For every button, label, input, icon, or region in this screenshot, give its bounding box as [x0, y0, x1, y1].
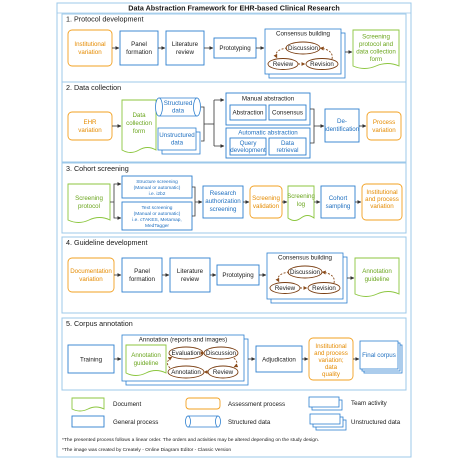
s1-panel-formation-box — [119, 30, 159, 66]
s2-deid-box — [324, 108, 360, 143]
s1-prototyping: Prototyping — [219, 45, 251, 52]
s1-review: Review — [273, 61, 294, 68]
legend-structured-icon — [187, 415, 219, 428]
section-2-heading: 2. Data collection — [66, 83, 121, 92]
s2-consensus-box — [268, 104, 307, 121]
s5-final-corpus-box — [359, 340, 399, 370]
legend-unstructured-icon — [309, 413, 341, 425]
s1-institutional-variation-box — [67, 29, 113, 67]
s5-discussion: Discussion — [206, 350, 236, 357]
legend-unstructured: Unstructured data — [351, 419, 401, 426]
section-5-heading: 5. Corpus annotation — [66, 319, 133, 328]
s5-adjudication-box — [255, 345, 303, 373]
s3-screening-log-doc — [287, 185, 315, 221]
s1-literature-review-box — [165, 30, 205, 66]
s2-consensus: Consensus — [272, 110, 303, 117]
s1-screening-protocol-doc — [352, 29, 400, 69]
legend-assessment-icon — [185, 397, 221, 410]
s4-panel-formation-box — [121, 257, 163, 293]
s1-revision: Revision — [310, 61, 334, 68]
s3-structure-screening: Structure screening(Manual or automatic)… — [134, 179, 181, 197]
s3-screening-validation-box — [249, 185, 283, 219]
section-1-heading: 1. Protocol development — [66, 15, 144, 24]
s5-training: Training — [80, 357, 103, 364]
section-3-heading: 3. Cohort screening — [66, 164, 129, 173]
s4-revision: Revision — [312, 285, 336, 292]
s4-review: Review — [275, 285, 296, 292]
legend-document: Document — [113, 401, 141, 408]
legend-team-icon — [308, 396, 340, 408]
s5-final-corpus: Final corpus — [362, 352, 396, 359]
s3-screening-protocol-doc — [67, 183, 111, 223]
s4-documentation-variation-box — [67, 257, 115, 293]
s4-revision-ellipse — [307, 282, 341, 294]
s2-manual-title: Manual abstraction — [242, 96, 295, 103]
s2-ehr-variation-box — [67, 111, 113, 141]
s1-discussion: Discussion — [288, 45, 318, 52]
s5-review: Review — [213, 369, 234, 376]
s4-consensus-title: Consensus building — [278, 255, 333, 262]
s4-literature-review-box — [169, 257, 211, 293]
s2-data-retrieval-box — [268, 137, 307, 156]
legend-assessment: Assessment process — [228, 401, 285, 408]
s4-discussion: Discussion — [290, 269, 320, 276]
s2-deidentification: De-identification — [325, 118, 360, 133]
s5-annotation-title: Annotation (reports and images) — [139, 337, 227, 344]
s1-revision-ellipse — [305, 58, 339, 70]
legend-structured: Structured data — [228, 419, 271, 426]
legend-team: Team activity — [351, 400, 388, 407]
note-2: *The image was created by Creately - Onl… — [62, 447, 231, 453]
legend-general-icon — [71, 415, 105, 428]
s2-abstraction-box — [229, 104, 267, 121]
s2-unstructured-data-box — [157, 127, 197, 151]
s2-auto-title: Automatic abstraction — [238, 130, 298, 137]
note-1: *The presented process follows a linear … — [62, 437, 319, 443]
s2-process-variation-box — [366, 111, 402, 141]
s5-evaluation: Evaluation — [172, 350, 201, 357]
legend-document-icon — [71, 397, 105, 412]
s5-adjudication: Adjudication — [262, 357, 296, 364]
s3-cohort-sampling-box — [320, 185, 356, 219]
legend-general: General process — [113, 419, 158, 426]
s2-abstraction: Abstraction — [233, 110, 265, 117]
s3-text-screening: Text screening(Manual or automatic)i.e. … — [132, 205, 182, 229]
s2-data-collection-form-doc — [121, 99, 157, 153]
s4-annotation-guideline-doc — [354, 257, 400, 297]
s5-annotation-guideline-doc — [125, 344, 167, 376]
s2-query-development-box — [229, 137, 267, 156]
s3-institutional-variation-box — [361, 183, 403, 221]
s1-consensus-title: Consensus building — [276, 31, 331, 38]
section-4-heading: 4. Guideline development — [66, 238, 148, 247]
s5-annotation: Annotation — [171, 369, 201, 376]
s5-training-box — [67, 344, 115, 374]
s4-prototyping: Prototyping — [222, 272, 254, 279]
s3-research-auth-box — [202, 185, 244, 219]
diagram-title: Data Abstraction Framework for EHR-based… — [128, 4, 339, 13]
